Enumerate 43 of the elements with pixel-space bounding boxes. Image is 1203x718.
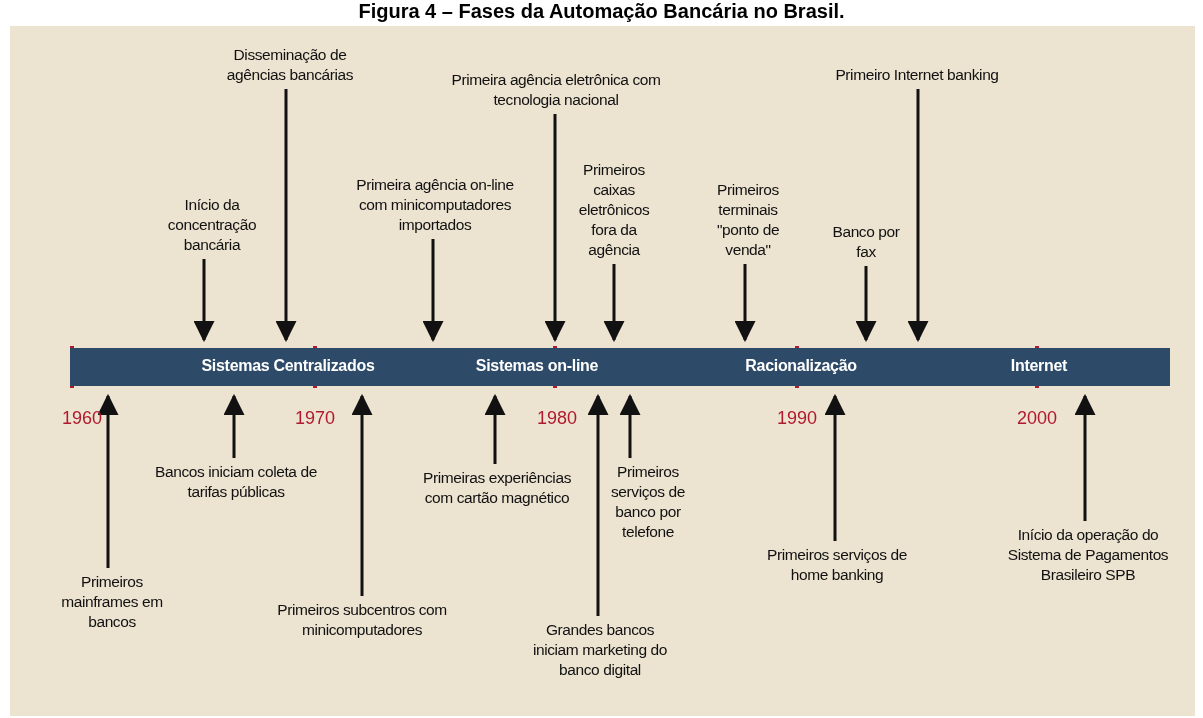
event-text: Primeira agência eletrônica com tecnologia nacional <box>421 70 691 110</box>
event-text: Primeiros terminais "ponto de venda" <box>700 180 796 260</box>
event-text: Primeiras experiências com cartão magnético <box>422 468 572 508</box>
arrow <box>855 266 877 343</box>
phase-label: Internet <box>1010 357 1068 375</box>
arrow <box>619 393 641 458</box>
figure-title: Figura 4 – Fases da Automação Bancária no Brasil. <box>357 0 846 23</box>
event-text: Primeiros serviços de home banking <box>752 545 922 585</box>
arrow <box>603 264 625 343</box>
arrow <box>544 114 566 343</box>
event-text: Grandes bancos iniciam marketing do banco digital <box>525 620 675 680</box>
event-text: Banco por fax <box>831 222 901 262</box>
year-label: 1970 <box>295 408 335 429</box>
arrow <box>824 393 846 541</box>
arrow <box>223 393 245 458</box>
year-label: 1990 <box>777 408 817 429</box>
event-text: Primeira agência on-line com minicomputadores importados <box>355 175 515 235</box>
event-text: Primeiros subcentros com minicomputadores <box>252 600 472 640</box>
phase-label: Racionalização <box>745 357 857 375</box>
arrow <box>907 89 929 343</box>
arrow <box>587 393 609 616</box>
event-text: Primeiros caixas eletrônicos fora da agência <box>566 160 662 260</box>
arrow <box>422 239 444 343</box>
event-text: Disseminação de agências bancárias <box>205 45 375 85</box>
event-text: Primeiros serviços de banco por telefone <box>598 462 698 542</box>
event-text: Bancos iniciam coleta de tarifas públicas <box>141 462 331 502</box>
arrow <box>193 259 215 343</box>
arrow <box>1074 393 1096 521</box>
event-text: Início da concentração bancária <box>157 195 267 255</box>
arrow <box>275 89 297 343</box>
event-text: Início da operação do Sistema de Pagamentos Brasileiro SPB <box>993 525 1183 585</box>
timeline-bar <box>70 348 1170 386</box>
year-label: 2000 <box>1017 408 1057 429</box>
event-text: Primeiros mainframes em bancos <box>59 572 165 632</box>
arrow <box>734 264 756 343</box>
phase-label: Sistemas Centralizados <box>201 357 375 375</box>
arrow <box>351 393 373 596</box>
year-label: 1980 <box>537 408 577 429</box>
year-label: 1960 <box>62 408 102 429</box>
phase-label: Sistemas on-line <box>475 357 599 375</box>
arrow <box>484 393 506 464</box>
arrow <box>97 393 119 568</box>
event-text: Primeiro Internet banking <box>802 65 1032 85</box>
